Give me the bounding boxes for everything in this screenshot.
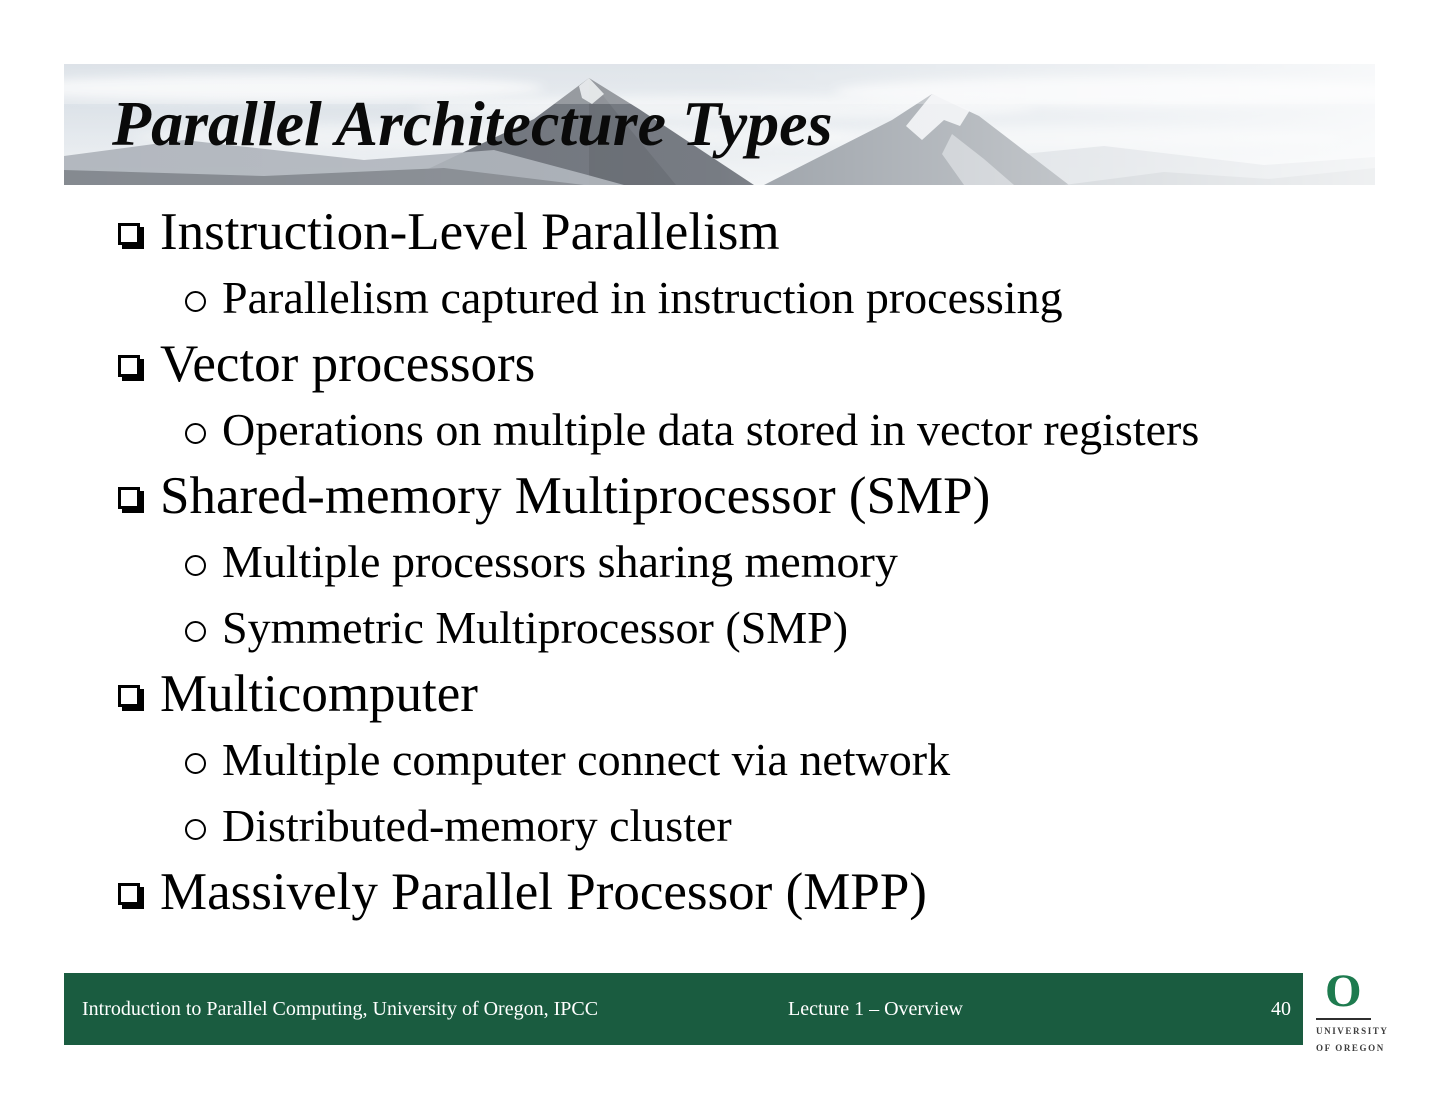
bullet-item-level2: Operations on multiple data stored in ve… (0, 397, 1440, 463)
bullet-item-level2: Symmetric Multiprocessor (SMP) (0, 595, 1440, 661)
bullet-item-level2: Multiple computer connect via network (0, 727, 1440, 793)
page-title: Parallel Architecture Types (112, 88, 833, 159)
bullet-text: Multicomputer (160, 664, 478, 723)
bullet-item-level1: Vector processors (0, 331, 1440, 397)
mountain-banner-image (64, 64, 1375, 185)
logo-divider (1316, 1018, 1371, 1020)
footer-bar: Introduction to Parallel Computing, Univ… (64, 973, 1303, 1045)
bullet-item-level1: Instruction-Level Parallelism (0, 199, 1440, 265)
circle-bullet-icon (185, 290, 206, 312)
bullet-text: Instruction-Level Parallelism (160, 202, 780, 261)
bullet-text: Operations on multiple data stored in ve… (222, 404, 1200, 455)
bullet-item-level2: Distributed-memory cluster (0, 793, 1440, 859)
slide-header: Parallel Architecture Types (64, 64, 1375, 185)
square-bullet-icon (118, 355, 140, 377)
bullet-text: Symmetric Multiprocessor (SMP) (222, 602, 849, 653)
bullet-text: Distributed-memory cluster (222, 800, 732, 851)
circle-bullet-icon (185, 752, 206, 774)
circle-bullet-icon (185, 818, 206, 840)
circle-bullet-icon (185, 554, 206, 576)
footer-course-text: Introduction to Parallel Computing, Univ… (82, 998, 599, 1020)
bullet-text: Shared-memory Multiprocessor (SMP) (160, 466, 991, 525)
circle-bullet-icon (185, 620, 206, 642)
bullet-text: Multiple processors sharing memory (222, 536, 898, 587)
logo-text-line2: OF OREGON (1316, 1043, 1385, 1054)
bullet-text: Vector processors (160, 334, 536, 393)
bullet-item-level1: Massively Parallel Processor (MPP) (0, 859, 1440, 925)
square-bullet-icon (118, 883, 140, 905)
bullet-item-level2: Multiple processors sharing memory (0, 529, 1440, 595)
square-bullet-icon (118, 685, 140, 707)
uo-logo: O UNIVERSITY OF OREGON (1316, 965, 1389, 1054)
square-bullet-icon (118, 223, 140, 245)
bullet-item-level1: Shared-memory Multiprocessor (SMP) (0, 463, 1440, 529)
bullet-text: Massively Parallel Processor (MPP) (160, 862, 927, 921)
uo-logo-o-icon: O (1325, 965, 1362, 1017)
bullet-text: Multiple computer connect via network (222, 734, 951, 785)
logo-text-line1: UNIVERSITY (1316, 1026, 1389, 1036)
square-bullet-icon (118, 487, 140, 509)
bullet-text: Parallelism captured in instruction proc… (222, 272, 1063, 323)
circle-bullet-icon (185, 422, 206, 444)
page-number: 40 (1271, 998, 1291, 1020)
bullet-item-level1: Multicomputer (0, 661, 1440, 727)
bullet-item-level2: Parallelism captured in instruction proc… (0, 265, 1440, 331)
footer-lecture-text: Lecture 1 – Overview (788, 998, 963, 1020)
